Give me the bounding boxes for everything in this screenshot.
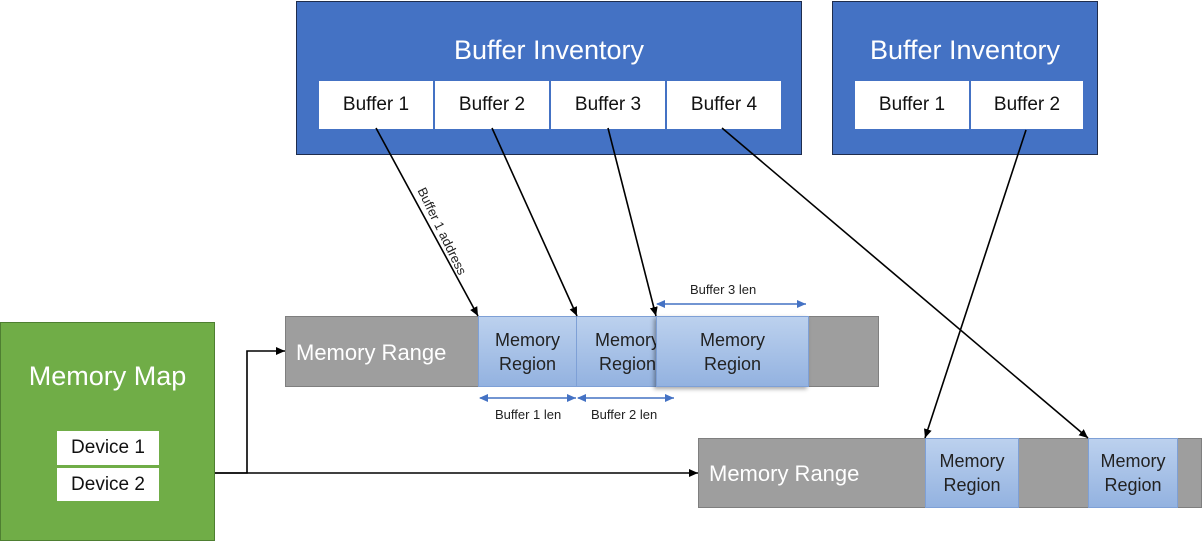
buffer-2-len-label: Buffer 2 len — [591, 407, 658, 422]
memory-map: Memory Map Device 1 Device 2 — [0, 322, 215, 541]
arrow-right-buffer-2 — [924, 129, 1027, 439]
memory-region-buffer-3: Memory Region — [656, 316, 809, 387]
memory-region-buffer-2: Memory Region — [576, 316, 657, 387]
arrow-buffer-2 — [491, 127, 578, 317]
memory-region-buffer-1: Memory Region — [478, 316, 577, 387]
buffer-4-cell: Buffer 4 — [666, 80, 782, 130]
arrow-buffer-3 — [607, 127, 658, 317]
buffer-2-cell: Buffer 2 — [970, 80, 1084, 130]
arrow-map-to-top-range — [215, 347, 285, 474]
buffer-2-cell: Buffer 2 — [434, 80, 550, 130]
buffer-3-len-label: Buffer 3 len — [690, 282, 757, 297]
memory-range-label: Memory Range — [709, 461, 860, 486]
arrow-buffer-4 — [721, 127, 1089, 439]
device-2-cell: Device 2 — [56, 467, 160, 502]
memory-region-device2-a: Memory Region — [925, 438, 1019, 508]
buffer-inventory-left: Buffer Inventory Buffer 1 Buffer 2 Buffe… — [296, 1, 802, 155]
device-1-cell: Device 1 — [56, 430, 160, 466]
memory-range-label: Memory Range — [296, 340, 447, 365]
buffer-3-cell: Buffer 3 — [550, 80, 666, 130]
buffer-inventory-right: Buffer Inventory Buffer 1 Buffer 2 — [832, 1, 1098, 155]
inventory-title: Buffer Inventory — [453, 35, 645, 65]
inventory-title: Buffer Inventory — [869, 35, 1061, 65]
memory-region-device2-b: Memory Region — [1088, 438, 1178, 508]
buffer-1-cell: Buffer 1 — [854, 80, 970, 130]
arrow-buffer-1 — [375, 127, 479, 317]
buffer-1-len-label: Buffer 1 len — [495, 407, 562, 422]
memory-map-title: Memory Map — [28, 361, 187, 391]
